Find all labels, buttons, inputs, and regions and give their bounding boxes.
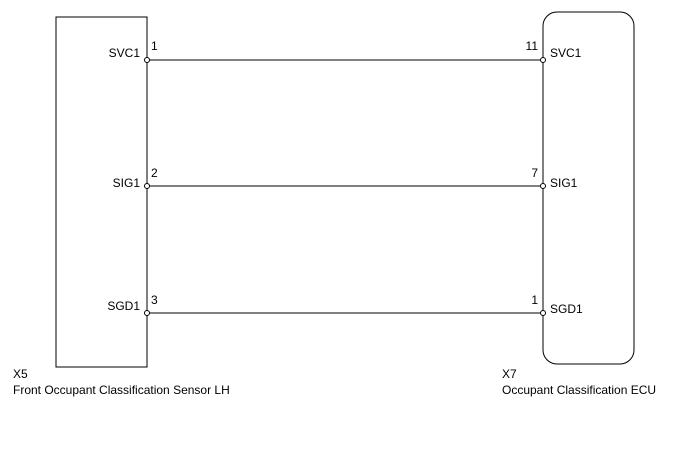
left-component-box [55,16,148,368]
right-pin-name-sig1: SIG1 [550,176,578,190]
left-pin-number-2: 2 [151,166,158,180]
right-pin-number-11: 11 [525,39,538,53]
left-terminal-1 [144,57,150,63]
left-pin-name-svc1: SVC1 [108,46,140,60]
right-pin-name-sgd1: SGD1 [550,302,583,316]
left-component-name: Front Occupant Classification Sensor LH [13,383,230,397]
left-pin-number-3: 3 [151,293,158,307]
left-terminal-2 [144,183,150,189]
right-terminal-11 [540,57,546,63]
left-pin-name-sig1: SIG1 [112,176,140,190]
right-terminal-1 [540,310,546,316]
left-pin-number-1: 1 [151,39,158,53]
left-terminal-3 [144,310,150,316]
right-pin-name-svc1: SVC1 [550,46,582,60]
right-pin-number-7: 7 [531,166,538,180]
left-component-id: X5 [13,367,28,381]
left-pin-name-sgd1: SGD1 [107,299,140,313]
right-component-name: Occupant Classification ECU [502,383,657,397]
right-terminal-7 [540,183,546,189]
right-pin-number-1: 1 [531,293,538,307]
right-component-id: X7 [502,367,517,381]
